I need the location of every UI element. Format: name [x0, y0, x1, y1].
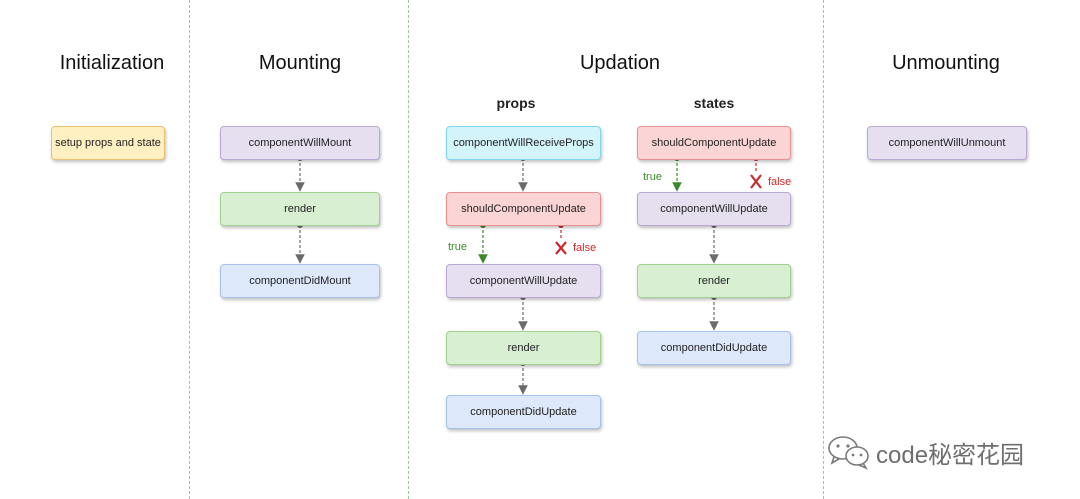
edge-states-2: [709, 222, 719, 264]
node-component-will-unmount: componentWillUnmount: [867, 126, 1027, 160]
phase-divider: [189, 0, 190, 499]
edge-states-3: [709, 294, 719, 331]
node-states-render: render: [637, 264, 791, 298]
node-props-component-will-update: componentWillUpdate: [446, 264, 601, 298]
node-states-component-will-update: componentWillUpdate: [637, 192, 791, 226]
subheading-states: states: [693, 95, 735, 111]
false-cross-icon: [750, 174, 762, 189]
node-component-will-receive-props: componentWillReceiveProps: [446, 126, 601, 160]
node-mount-render: render: [220, 192, 380, 226]
node-props-component-did-update: componentDidUpdate: [446, 395, 601, 429]
node-props-render: render: [446, 331, 601, 365]
heading-unmounting: Unmounting: [892, 52, 1000, 74]
edge-mount-2: [295, 222, 305, 264]
edge-props-2: [518, 294, 528, 331]
phase-divider: [823, 0, 824, 499]
watermark: code秘密花园: [826, 434, 1024, 470]
watermark-text: code秘密花园: [876, 441, 1025, 469]
node-props-should-component-update: shouldComponentUpdate: [446, 192, 601, 226]
label-false: false: [768, 176, 792, 188]
edge-props-true: [478, 222, 488, 264]
node-states-should-component-update: shouldComponentUpdate: [637, 126, 791, 160]
heading-mounting: Mounting: [258, 52, 342, 74]
edge-props-false: [555, 222, 567, 255]
label-false: false: [573, 242, 597, 254]
phase-divider: [408, 0, 409, 499]
node-setup-props-and-state: setup props and state: [51, 126, 165, 160]
node-states-component-did-update: componentDidUpdate: [637, 331, 791, 365]
node-component-will-mount: componentWillMount: [220, 126, 380, 160]
false-cross-icon: [555, 241, 567, 255]
subheading-props: props: [496, 95, 536, 111]
label-true: true: [643, 171, 662, 183]
heading-initialization: Initialization: [59, 52, 165, 74]
label-true: true: [448, 241, 467, 253]
heading-updation: Updation: [579, 52, 661, 74]
node-component-did-mount: componentDidMount: [220, 264, 380, 298]
wechat-icon: [828, 436, 869, 470]
